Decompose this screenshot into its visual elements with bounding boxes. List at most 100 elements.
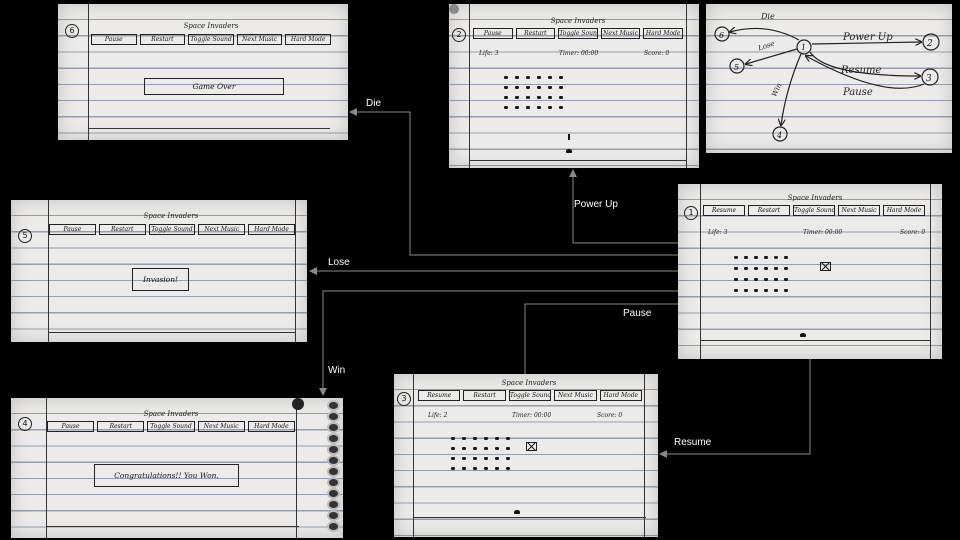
toggle-sound-button[interactable]: Toggle Sound — [147, 421, 195, 432]
hard-mode-button[interactable]: Hard Mode — [248, 224, 295, 235]
pause-button[interactable]: Pause — [47, 421, 95, 432]
pause-button[interactable]: Pause — [473, 28, 513, 39]
binding-ring — [327, 433, 340, 444]
alien — [774, 278, 778, 281]
restart-button[interactable]: Restart — [139, 34, 186, 45]
power-up-arrow — [569, 169, 678, 244]
ufo-bonus — [820, 262, 831, 271]
alien — [548, 86, 552, 89]
win-edge — [781, 53, 802, 125]
resume-button[interactable]: Resume — [418, 390, 461, 401]
alien — [784, 267, 788, 270]
game-title: Space Invaders — [501, 379, 557, 387]
screen-number: 1 — [684, 206, 698, 220]
hard-mode-button[interactable]: Hard Mode — [599, 390, 643, 401]
timer: Timer: 00:00 — [803, 229, 843, 236]
binding-ring — [327, 411, 340, 422]
alien — [462, 437, 466, 440]
binding-ring — [327, 488, 340, 499]
alien — [774, 267, 778, 270]
alien — [784, 278, 788, 281]
hard-mode-button[interactable]: Hard Mode — [285, 34, 331, 45]
toggle-sound-button[interactable]: Toggle Sound — [188, 34, 234, 45]
next-music-button[interactable]: Next Music — [554, 390, 597, 401]
alien — [484, 447, 488, 450]
win-message: Congratulations!! You Won. — [94, 464, 239, 487]
game-title: Space Invaders — [787, 194, 843, 202]
alien — [473, 437, 477, 440]
restart-button[interactable]: Restart — [98, 224, 146, 235]
die-edge — [730, 28, 800, 41]
power-up-label: Power Up — [574, 199, 618, 210]
menu-bar: Pause Restart Toggle Sound Next Music Ha… — [47, 421, 296, 432]
toggle-sound-button[interactable]: Toggle Sound — [148, 224, 196, 235]
alien — [744, 256, 748, 259]
alien — [774, 289, 778, 292]
next-music-button[interactable]: Next Music — [236, 34, 283, 45]
state-node-1 — [796, 39, 812, 55]
state-node-3 — [921, 68, 939, 86]
menu-bar: Resume Restart Toggle Sound Next Music H… — [703, 205, 925, 216]
alien — [495, 467, 499, 470]
alien — [506, 447, 510, 450]
restart-button[interactable]: Restart — [97, 421, 145, 432]
game-title: Space Invaders — [143, 212, 199, 220]
laser-shot — [568, 134, 570, 140]
alien — [504, 76, 508, 79]
invasion-message: Invasion! — [132, 268, 189, 291]
alien — [774, 256, 778, 259]
next-music-button[interactable]: Next Music — [197, 421, 245, 432]
alien — [484, 457, 488, 460]
state-diagram: 1 2 3 4 5 6 — [714, 26, 940, 142]
node-label-5: 5 — [734, 63, 739, 72]
resume-edge — [809, 51, 920, 76]
pause-button[interactable]: Pause — [49, 224, 96, 235]
lose-edge — [746, 48, 798, 64]
timer: Timer: 00:00 — [559, 50, 599, 57]
alien — [495, 447, 499, 450]
restart-button[interactable]: Restart — [463, 390, 506, 401]
alien — [526, 96, 530, 99]
alien — [451, 467, 455, 470]
binding-ring — [327, 466, 340, 477]
sketch-invasion: 5 Space Invaders Pause Restart Toggle So… — [11, 200, 307, 342]
hard-mode-button[interactable]: Hard Mode — [247, 421, 296, 432]
next-music-button[interactable]: Next Music — [198, 224, 246, 235]
restart-button[interactable]: Restart — [515, 28, 556, 39]
alien — [473, 467, 477, 470]
alien — [784, 256, 788, 259]
binding-ring — [327, 422, 340, 433]
menu-bar: Pause Restart Toggle Sound Next Music Ha… — [91, 34, 331, 45]
restart-button[interactable]: Restart — [748, 205, 790, 216]
toggle-sound-button[interactable]: Toggle Sound — [793, 205, 835, 216]
sketch-win: 4 Space Invaders Pause Restart Toggle So… — [11, 398, 343, 538]
sketch-paused: 3 Space Invaders Resume Restart Toggle S… — [394, 374, 658, 537]
alien — [526, 106, 530, 109]
alien — [515, 96, 519, 99]
pause-button[interactable]: Pause — [91, 34, 137, 45]
screen-number: 6 — [65, 24, 79, 38]
next-music-button[interactable]: Next Music — [600, 28, 641, 39]
hard-mode-button[interactable]: Hard Mode — [883, 205, 925, 216]
state-diagram-sketch: 1 2 3 4 5 6 Die Lose Power Up Resume Pau… — [706, 4, 952, 153]
game-over-message: Game Over — [144, 78, 284, 95]
screen-number: 2 — [452, 28, 466, 42]
alien — [734, 267, 738, 270]
alien — [495, 437, 499, 440]
die-arrow — [349, 108, 678, 256]
toggle-sound-button[interactable]: Toggle Sound — [558, 28, 598, 39]
game-title: Space Invaders — [143, 410, 199, 418]
hard-mode-button[interactable]: Hard Mode — [643, 28, 683, 39]
alien — [473, 447, 477, 450]
menu-bar: Resume Restart Toggle Sound Next Music H… — [418, 390, 643, 401]
next-music-button[interactable]: Next Music — [838, 205, 880, 216]
alien — [484, 437, 488, 440]
resume-arrow — [659, 359, 811, 458]
timer: Timer: 00:00 — [512, 412, 552, 419]
binding-ring — [327, 499, 340, 510]
edge-label-die: Die — [761, 12, 775, 21]
toggle-sound-button[interactable]: Toggle Sound — [508, 390, 552, 401]
resume-button[interactable]: Resume — [703, 205, 745, 216]
resume-label: Resume — [674, 437, 712, 448]
